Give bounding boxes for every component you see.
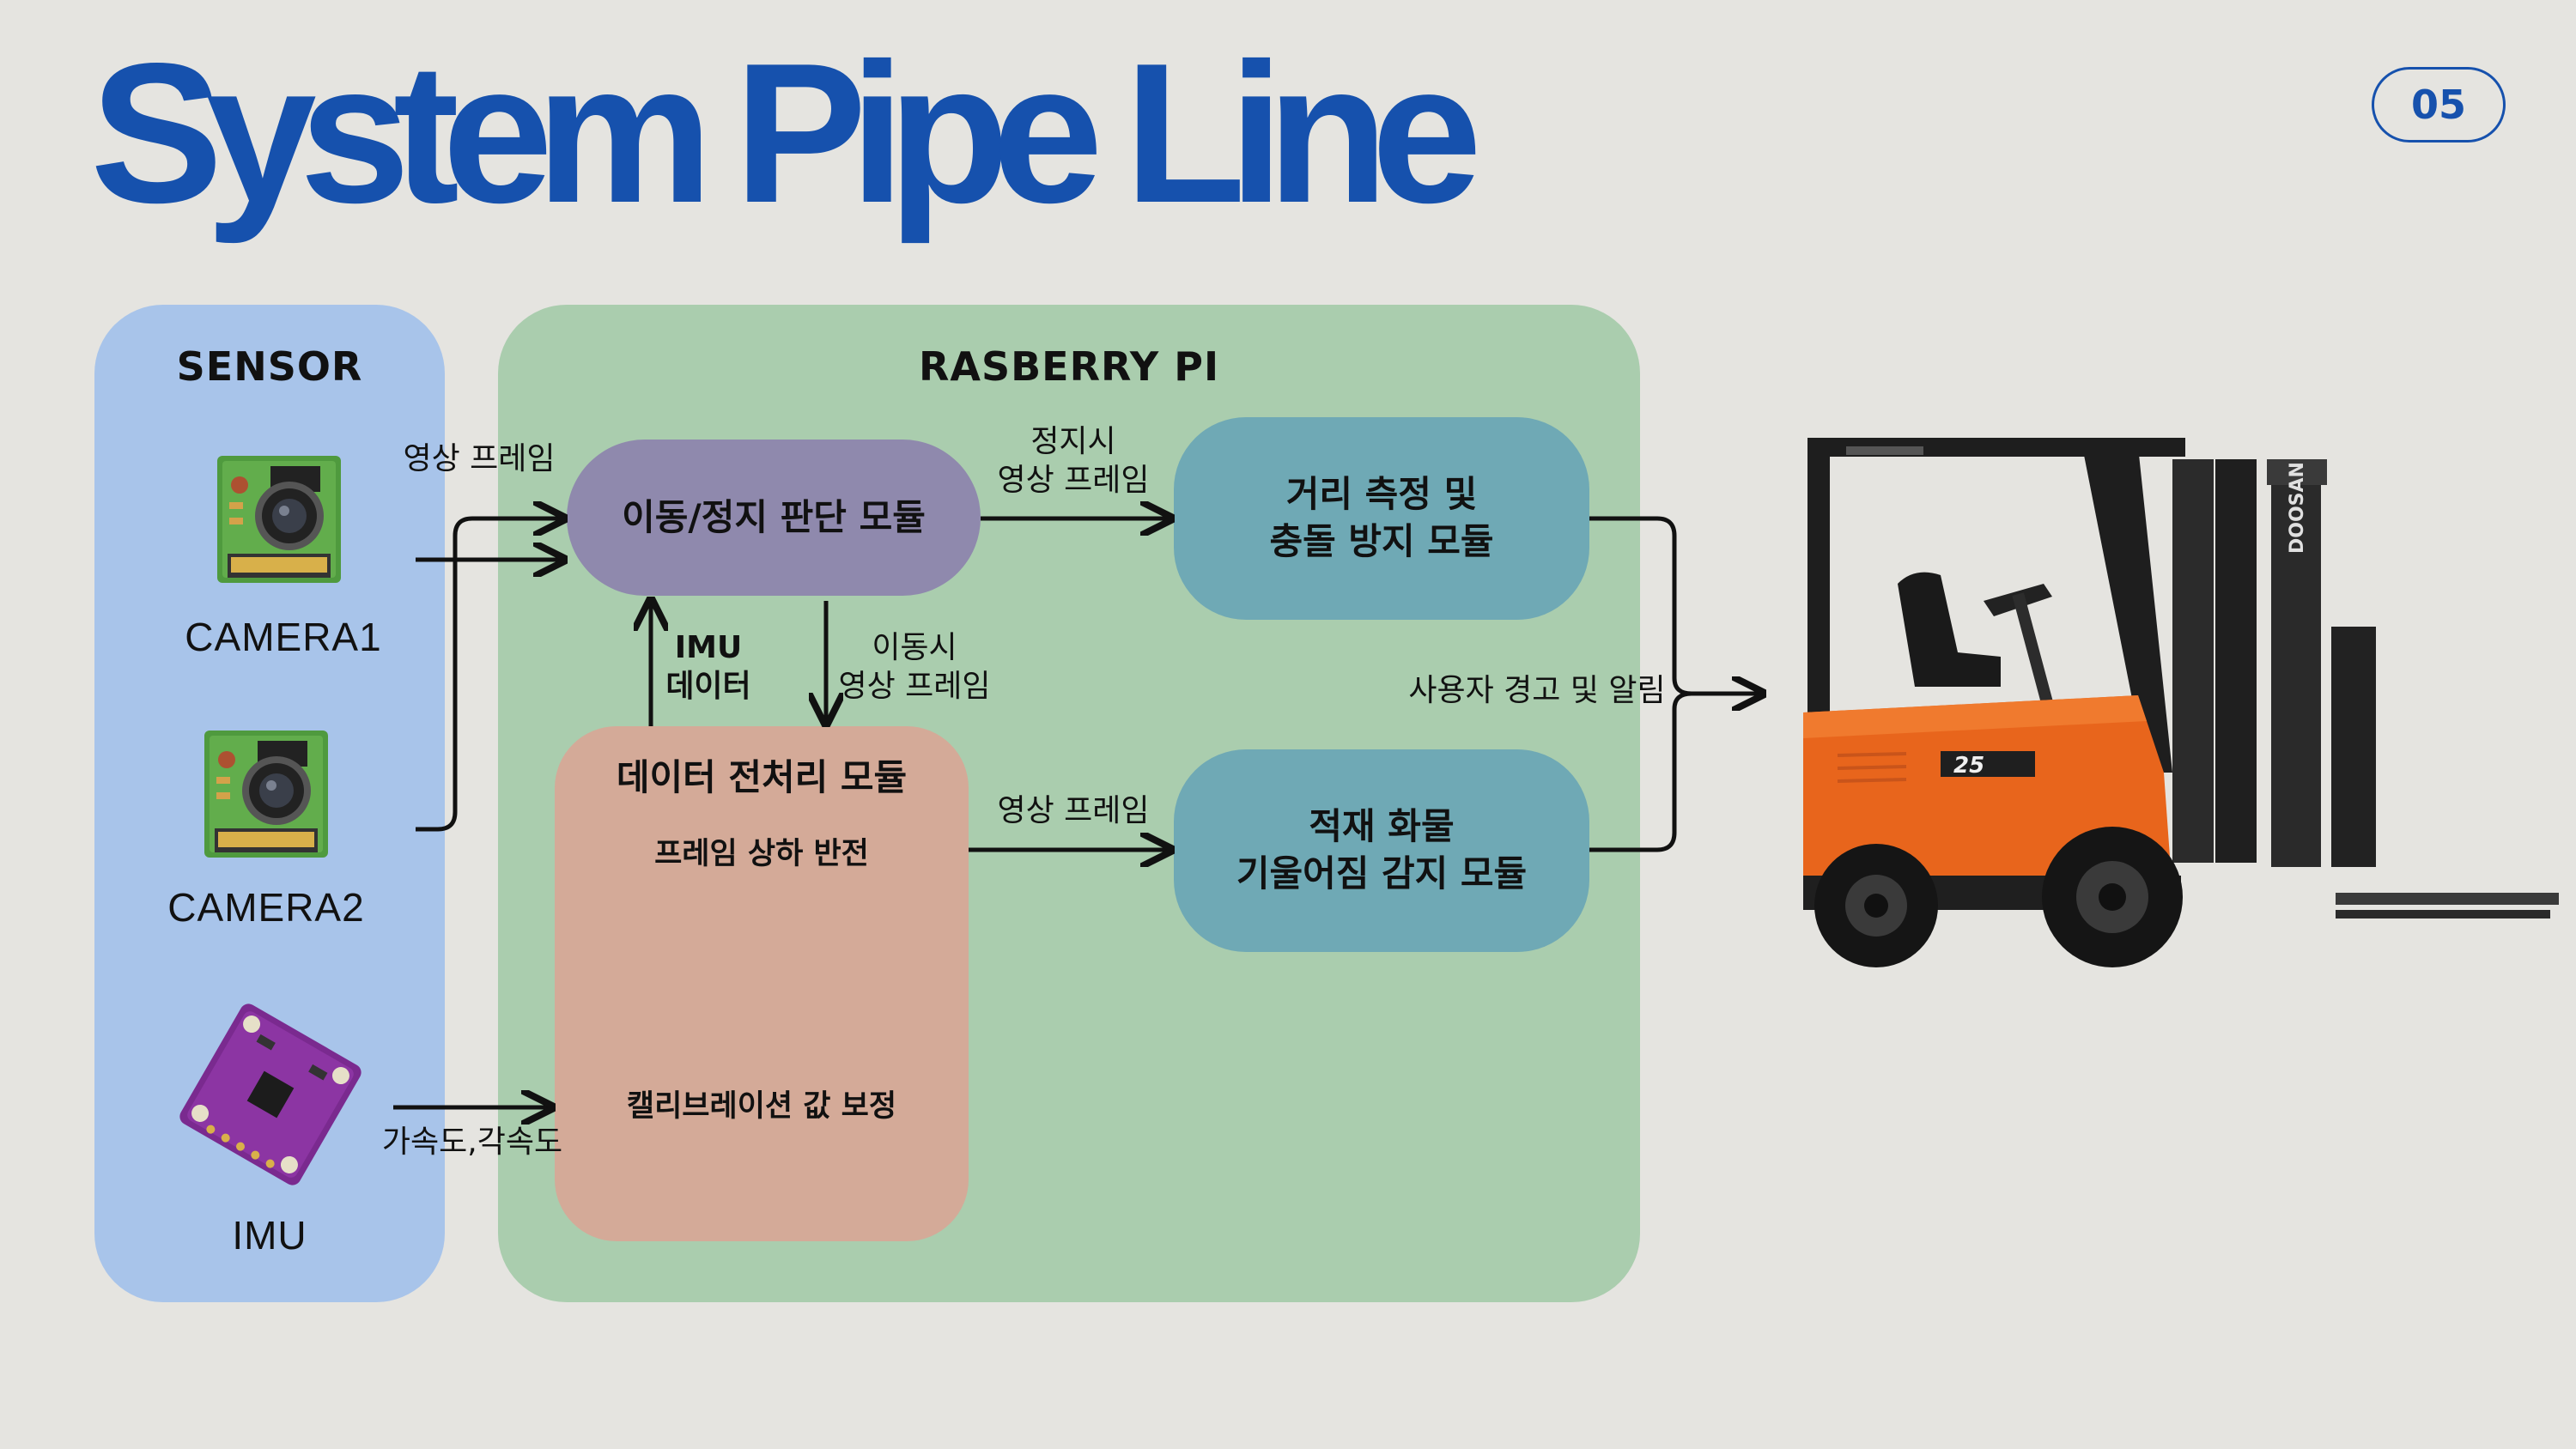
forklift-illustration: DOOSAN 25 xyxy=(1803,438,2559,967)
connector-distance-out xyxy=(1589,516,1692,696)
edge-label-imu-accel: 가속도,각속도 xyxy=(381,1125,563,1160)
forklift-model-text: 25 xyxy=(1953,753,1984,779)
imu-label: IMU xyxy=(232,1213,307,1258)
edge-label-alert: 사용자 경고 및 알림 xyxy=(1408,673,1666,708)
camera2-label: CAMERA2 xyxy=(167,885,365,930)
camera-module-icon xyxy=(204,731,328,858)
edge-label-move-frame: 이동시 영상 프레임 xyxy=(838,630,991,704)
move-stop-decision-module: 이동/정지 판단 모듈 xyxy=(567,440,981,596)
preprocess-step-flip: 프레임 상하 반전 xyxy=(654,837,869,871)
forklift-brand-text: DOOSAN xyxy=(2287,462,2308,554)
distance-collision-module: 거리 측정 및 충돌 방지 모듈 xyxy=(1174,417,1589,620)
sensor-panel-title: SENSOR xyxy=(176,343,363,390)
edge-label-stop-frame: 정지시 영상 프레임 xyxy=(997,424,1150,498)
arrow-camera2-to-decision xyxy=(416,518,563,832)
imu-board-icon xyxy=(179,1003,361,1185)
edge-label-imu-data: IMU 데이터 xyxy=(665,630,751,704)
camera-module-icon xyxy=(217,456,341,583)
camera1-label: CAMERA1 xyxy=(185,615,382,659)
page-number-badge: 05 xyxy=(2372,67,2506,142)
preprocess-module xyxy=(555,726,969,1241)
preprocess-module-title: 데이터 전처리 모듈 xyxy=(616,756,908,798)
cargo-tilt-module: 적재 화물 기울어짐 감지 모듈 xyxy=(1174,749,1589,952)
edge-label-preprocess-frame: 영상 프레임 xyxy=(997,793,1150,828)
page-title: System Pipe Line xyxy=(90,22,1482,245)
edge-label-cam-frame: 영상 프레임 xyxy=(403,441,556,476)
connector-tilt-out xyxy=(1589,691,1692,852)
preprocess-step-calibration: 캘리브레이션 값 보정 xyxy=(626,1089,897,1124)
pi-panel-title: RASBERRY PI xyxy=(918,343,1220,390)
